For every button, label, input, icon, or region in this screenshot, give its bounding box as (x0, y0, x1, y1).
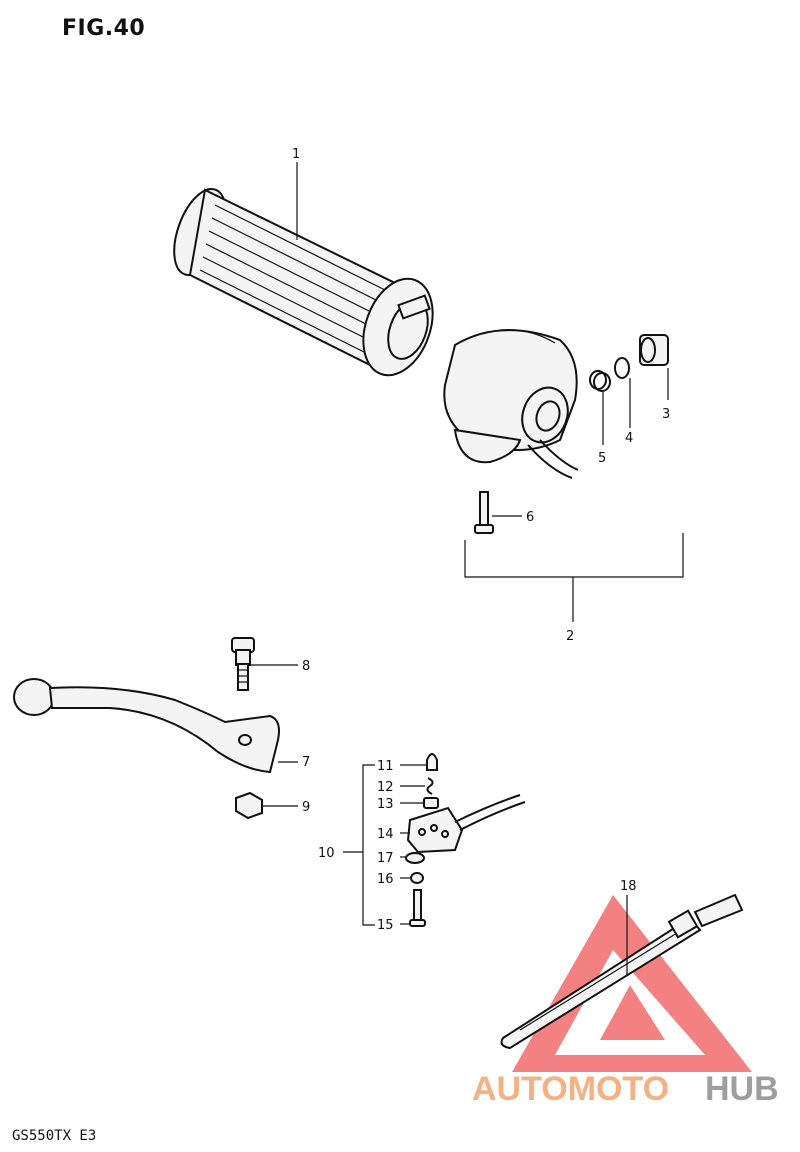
callout-18: 18 (620, 879, 637, 894)
grip (173, 188, 434, 377)
figure-title: FIG.40 (62, 16, 146, 41)
callout-8: 8 (302, 659, 310, 674)
callout-5: 5 (598, 451, 606, 466)
callout-11: 11 (377, 759, 394, 774)
callout-12: 12 (377, 780, 394, 795)
switch-bracket (362, 764, 375, 926)
callout-14: 14 (377, 827, 394, 842)
callout-10: 10 (318, 846, 335, 861)
callout-15: 15 (377, 918, 394, 933)
watermark-text-part1: AUTOMOTO (472, 1070, 669, 1108)
watermark-text: AUTOMOTO HUB (472, 1070, 779, 1108)
watermark-logo (512, 895, 752, 1072)
callout-13: 13 (377, 797, 394, 812)
throttle-housing (443, 329, 579, 479)
lever-nut (235, 791, 263, 820)
callout-7: 7 (302, 755, 310, 770)
leader-lines (248, 162, 669, 975)
callout-labels: 1 2 3 4 5 6 7 8 9 10 11 12 13 14 15 16 1… (292, 147, 670, 933)
switch-assembly (405, 753, 526, 927)
callout-3: 3 (662, 407, 670, 422)
spring (589, 370, 611, 392)
cable-adjuster (639, 334, 669, 366)
callout-16: 16 (377, 872, 394, 887)
callout-17: 17 (377, 851, 394, 866)
callout-2: 2 (566, 629, 574, 644)
watermark-text-part2: HUB (705, 1070, 779, 1108)
washer (614, 357, 630, 379)
assembly-bracket (464, 533, 684, 578)
callout-1: 1 (292, 147, 300, 162)
callout-9: 9 (302, 800, 310, 815)
lever-bolt (231, 637, 255, 691)
model-label: GS550TX E3 (12, 1128, 97, 1144)
housing-screw (474, 491, 494, 534)
callout-6: 6 (526, 510, 534, 525)
cable-tie (500, 893, 744, 1050)
callout-4: 4 (625, 431, 633, 446)
clutch-lever (13, 678, 280, 774)
